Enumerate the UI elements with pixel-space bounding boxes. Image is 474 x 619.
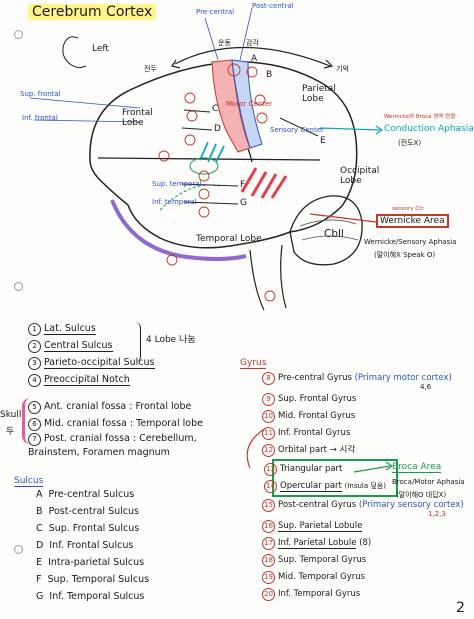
- conduction-korean-label: (전도X): [398, 139, 422, 147]
- wernicke-aphasia-label: Wernicke/Sensory Aphasia: [364, 238, 457, 246]
- memory-korean-label: 기억: [336, 65, 349, 73]
- sulcus-letter-e: E: [320, 136, 326, 146]
- inf-temporal-label: Inf. temporal: [152, 198, 197, 206]
- broca-area-label: Broca Area: [392, 462, 442, 473]
- sulcus-letter-g: G: [240, 198, 247, 208]
- list-item-note: 4,6: [420, 383, 432, 391]
- sulcus-letter-c: C: [212, 104, 219, 114]
- pre-central-label: Pre-central: [196, 8, 235, 16]
- left-label: Left: [92, 44, 109, 54]
- skull-korean-label: 두: [6, 427, 15, 437]
- conduction-note: Wernicke와 Broca 영역 연결: [384, 114, 456, 120]
- skull-brace: [22, 398, 35, 444]
- post-central-label: Post-central: [252, 2, 294, 10]
- sulcus-letter-d: D: [214, 124, 221, 134]
- list-item: C Sup. Frontal Sulcus: [36, 523, 140, 534]
- wernicke-area-label: Wernicke Area: [376, 214, 449, 228]
- sulcus-list: A Pre-central Sulcus B Post-central Sulc…: [36, 486, 149, 605]
- inf-frontal-label: Inf. frontal: [22, 114, 58, 122]
- list-item: B Post-central Sulcus: [36, 506, 139, 517]
- cerebellum-label: Cbll: [324, 228, 344, 240]
- list-item: D Inf. Frontal Sulcus: [36, 540, 134, 551]
- frontal-lobe-label: Frontal Lobe: [122, 108, 153, 128]
- frontal-korean-label: 전두: [144, 65, 157, 73]
- sup-temporal-label: Sup. temporal: [152, 180, 202, 188]
- brace: [132, 322, 141, 362]
- sense-korean-label: 감각: [246, 39, 259, 47]
- sulcus-heading: Sulcus: [14, 476, 44, 487]
- wernicke-korean-label: (말이해X Speak O): [374, 251, 436, 259]
- sulcus-letter-b: B: [266, 70, 273, 80]
- list-item: G Inf. Temporal Sulcus: [36, 591, 145, 602]
- broca-aphasia-label: Broca/Motor Aphasia: [392, 478, 465, 486]
- binder-hole: [14, 30, 23, 39]
- binder-hole: [14, 282, 23, 291]
- sulcus-letter-f: F: [240, 180, 246, 190]
- sensory-center-label: Sensory Center: [270, 126, 324, 134]
- list-item: A Pre-central Sulcus: [36, 489, 135, 500]
- list-item-note: 1,2,3: [428, 510, 446, 518]
- motor-korean-label: 운동: [218, 39, 231, 47]
- brain-diagram: [29, 7, 384, 311]
- sulcus-letter-a: A: [251, 54, 258, 64]
- list-item: E Intra-parietal Sulcus: [36, 557, 145, 568]
- broca-korean-label: (말이해O 대답X): [396, 491, 447, 499]
- temporal-lobe-label: Temporal Lobe: [196, 234, 262, 244]
- wernicke-small-label: sensory Ctr: [392, 206, 424, 212]
- page-number: 2: [456, 600, 465, 616]
- conduction-aphasia-label: Conduction Aphasia: [384, 124, 474, 134]
- broca-arrow: [246, 427, 394, 473]
- gyrus-heading: Gyrus: [240, 358, 267, 369]
- wernicke-area-text: Wernicke Area: [380, 216, 445, 226]
- lobe-note: 4 Lobe 나눔: [146, 335, 196, 345]
- list-item: F Sup. Temporal Sulcus: [36, 574, 150, 585]
- parietal-lobe-label: Parietal Lobe: [302, 84, 336, 104]
- sup-frontal-label: Sup. frontal: [20, 90, 61, 98]
- binder-hole: [14, 545, 23, 554]
- occipital-lobe-label: Occipital Lobe: [340, 166, 380, 186]
- motor-center-label: Motor Center: [226, 100, 273, 108]
- skull-label: Skull: [0, 410, 22, 420]
- page-title: Cerebrum Cortex: [28, 4, 157, 20]
